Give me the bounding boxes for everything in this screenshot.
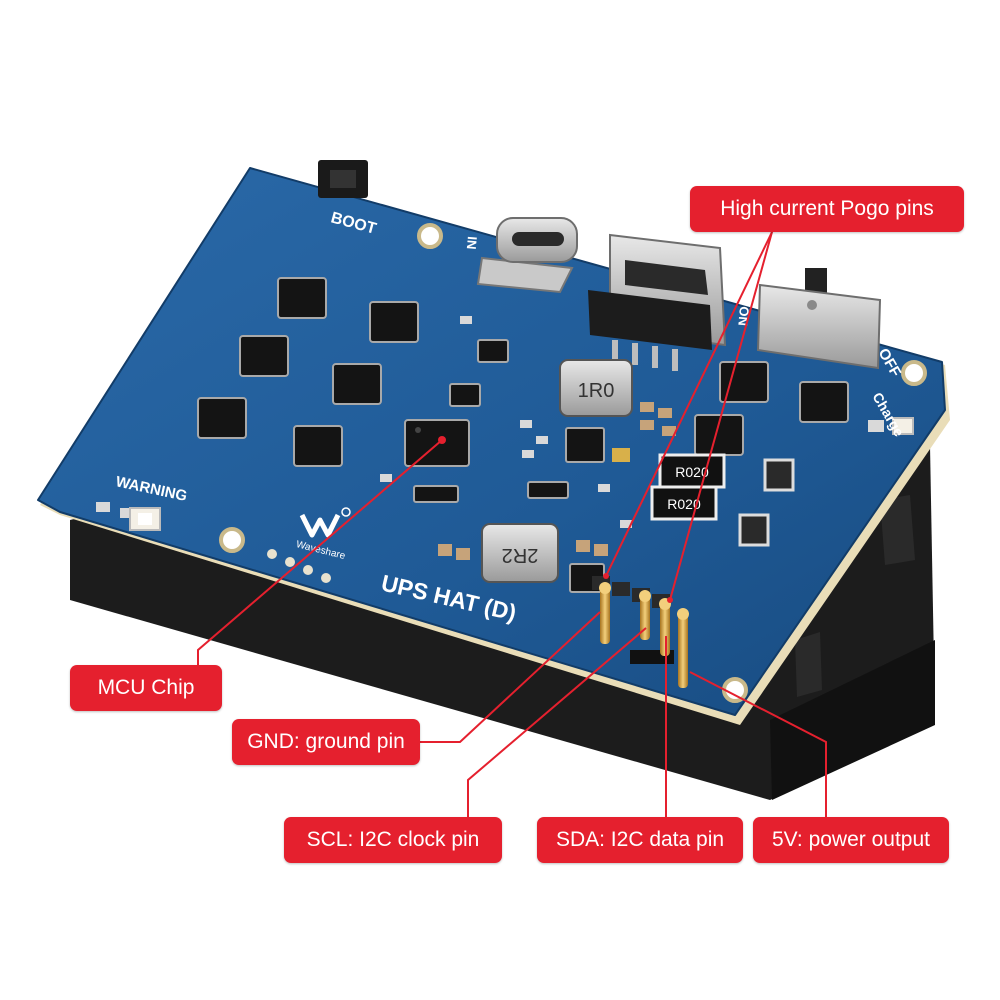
callout-pogo-pins: High current Pogo pins — [690, 186, 964, 232]
test-pads — [267, 549, 331, 583]
in-label: IN — [464, 236, 480, 250]
ic-array — [197, 277, 849, 467]
callout-sda-pin: SDA: I2C data pin — [537, 817, 743, 863]
pogo-pins — [599, 582, 689, 688]
power-switch — [756, 268, 882, 370]
usb-c-port — [476, 217, 578, 294]
callout-gnd-pin: GND: ground pin — [232, 719, 420, 765]
inductor-2r2-label: 2R2 — [502, 544, 539, 566]
resistor-2-label: R020 — [667, 496, 701, 512]
resistor-1-label: R020 — [675, 464, 709, 480]
callout-mcu-chip: MCU Chip — [70, 665, 222, 711]
usb-a-port — [588, 233, 727, 371]
callout-scl-pin: SCL: I2C clock pin — [284, 817, 502, 863]
charge-led — [892, 417, 914, 435]
warning-led — [129, 507, 161, 531]
sense-resistors: R020 R020 — [650, 453, 726, 521]
diodes — [738, 458, 795, 547]
inductor-2r2: 2R2 — [481, 523, 559, 583]
inductor-1r0: 1R0 — [559, 359, 633, 417]
passives — [96, 316, 884, 560]
leader-markers — [438, 436, 673, 603]
boot-button — [318, 160, 368, 198]
leader-lines — [197, 231, 827, 818]
inductor-1r0-label: 1R0 — [578, 380, 615, 402]
callout-5v-pin: 5V: power output — [753, 817, 949, 863]
